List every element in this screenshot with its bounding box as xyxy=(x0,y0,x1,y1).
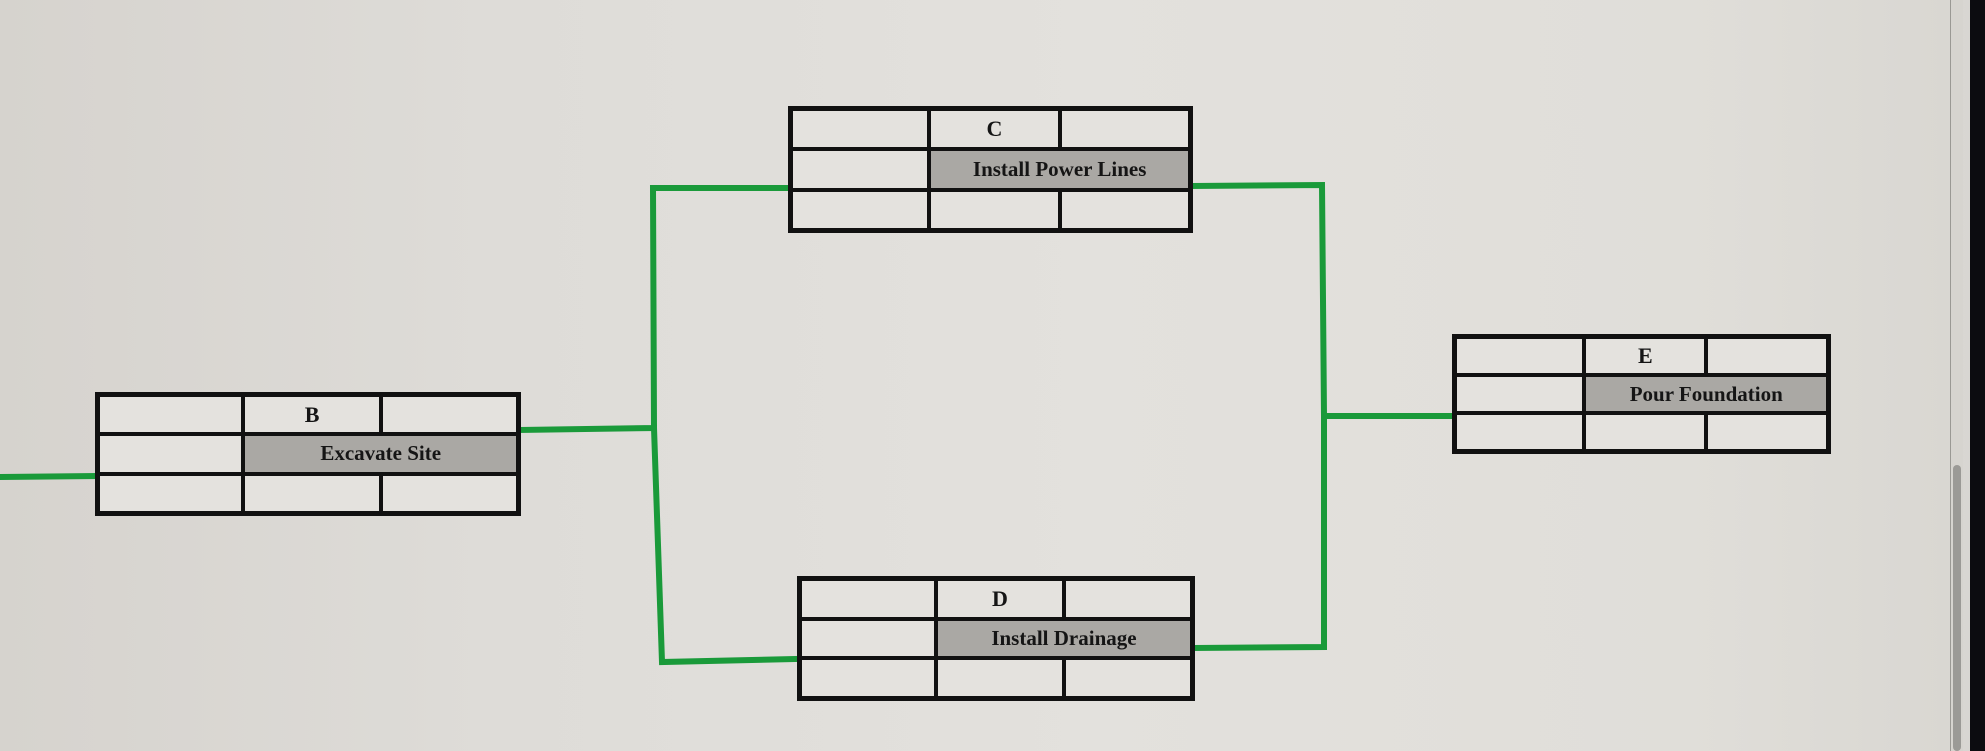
node-c[interactable]: C Install Power Lines xyxy=(788,106,1193,233)
node-d-mid-row: Install Drainage xyxy=(802,620,1190,657)
node-d-mid-left-cell xyxy=(802,620,934,657)
node-e-mid-row: Pour Foundation xyxy=(1457,377,1826,411)
node-e-top-row: E xyxy=(1457,339,1826,373)
node-d-bottom-left-cell xyxy=(802,660,934,696)
node-e-top-left-cell xyxy=(1457,339,1583,373)
node-e-bottom-right-cell xyxy=(1708,415,1826,449)
node-b-top-right-cell xyxy=(382,397,516,433)
connector-incoming-to-b xyxy=(0,472,99,481)
node-c-mid-left-cell xyxy=(793,151,928,188)
node-b-label: Excavate Site xyxy=(245,436,516,472)
node-c-bottom-right-cell xyxy=(1061,191,1188,228)
node-d-bottom-row xyxy=(802,660,1190,696)
node-d-label: Install Drainage xyxy=(937,620,1190,657)
node-b-bottom-mid-cell xyxy=(245,475,379,511)
node-d-top-left-cell xyxy=(802,581,934,617)
node-d-top-right-cell xyxy=(1065,581,1190,617)
node-e-bottom-row xyxy=(1457,415,1826,449)
node-d-id: D xyxy=(937,581,1062,617)
node-e-bottom-mid-cell xyxy=(1586,415,1705,449)
node-c-bottom-row xyxy=(793,191,1188,228)
node-e-mid-left-cell xyxy=(1457,377,1583,411)
node-e-label: Pour Foundation xyxy=(1586,377,1826,411)
connector-d-to-e xyxy=(1190,413,1327,652)
node-d-top-row: D xyxy=(802,581,1190,617)
node-b-bottom-row xyxy=(100,475,516,511)
connector-b-to-d xyxy=(650,424,802,666)
node-c-bottom-mid-cell xyxy=(931,191,1058,228)
scrollbar-thumb[interactable] xyxy=(1953,465,1961,751)
connector-c-to-e xyxy=(1188,181,1455,419)
node-e-bottom-left-cell xyxy=(1457,415,1583,449)
node-d[interactable]: D Install Drainage xyxy=(797,576,1195,701)
node-e-id: E xyxy=(1586,339,1705,373)
node-b-mid-left-cell xyxy=(100,436,242,472)
node-d-bottom-right-cell xyxy=(1065,660,1190,696)
node-c-id: C xyxy=(931,111,1058,148)
vertical-scrollbar[interactable] xyxy=(1950,0,1963,751)
node-b-bottom-right-cell xyxy=(382,475,516,511)
node-b-mid-row: Excavate Site xyxy=(100,436,516,472)
node-e[interactable]: E Pour Foundation xyxy=(1452,334,1831,454)
node-b-top-left-cell xyxy=(100,397,242,433)
node-b[interactable]: B Excavate Site xyxy=(95,392,521,516)
node-c-top-row: C xyxy=(793,111,1188,148)
node-b-top-row: B xyxy=(100,397,516,433)
connector-b-to-c xyxy=(516,185,793,434)
node-c-mid-row: Install Power Lines xyxy=(793,151,1188,188)
node-b-id: B xyxy=(245,397,379,433)
node-c-bottom-left-cell xyxy=(793,191,928,228)
node-b-bottom-left-cell xyxy=(100,475,242,511)
node-c-top-right-cell xyxy=(1061,111,1188,148)
node-d-bottom-mid-cell xyxy=(937,660,1062,696)
node-c-label: Install Power Lines xyxy=(931,151,1188,188)
screen-bezel xyxy=(1970,0,1985,751)
node-c-top-left-cell xyxy=(793,111,928,148)
node-e-top-right-cell xyxy=(1708,339,1826,373)
